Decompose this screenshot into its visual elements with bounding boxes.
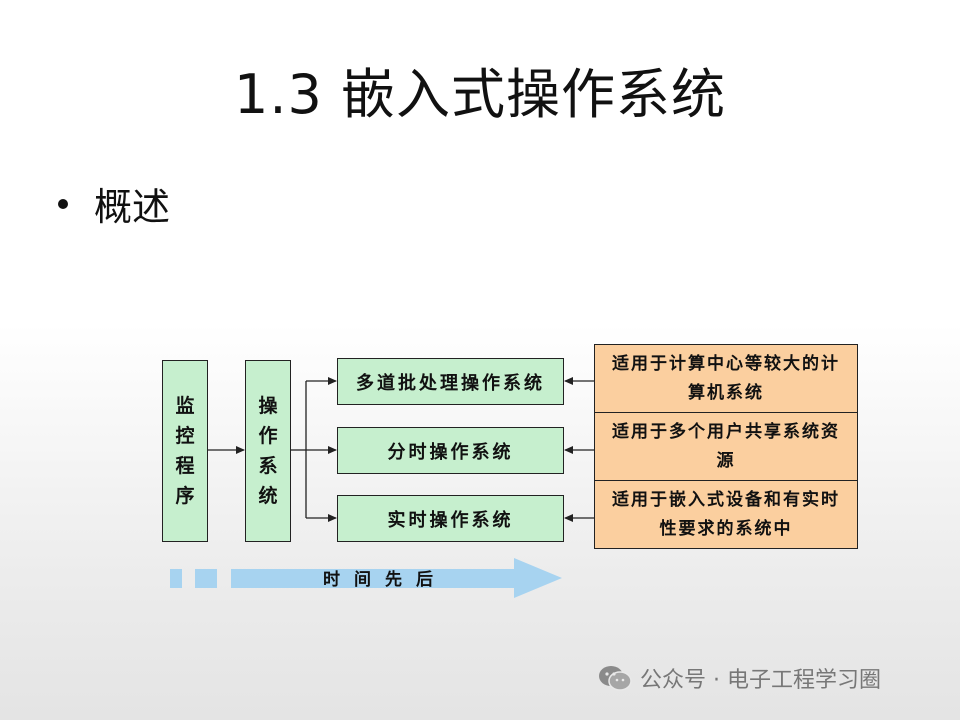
batch-os-label: 多道批处理操作系统 [356, 372, 545, 394]
monitor-program-label: 监 控 程 序 [175, 395, 195, 507]
use-realtime-box: 适用于嵌入式设备和有实时性要求的系统中 [594, 480, 858, 549]
slide-title: 1.3 嵌入式操作系统 [233, 63, 727, 126]
timeshare-os-label: 分时操作系统 [387, 441, 514, 463]
monitor-program-box: 监 控 程 序 [162, 360, 208, 542]
timeshare-os-box: 分时操作系统 [337, 427, 564, 474]
timeline-dash-2 [195, 569, 217, 588]
realtime-os-label: 实时操作系统 [387, 509, 514, 531]
use-batch-box: 适用于计算中心等较大的计算机系统 [594, 344, 858, 413]
batch-os-box: 多道批处理操作系统 [337, 358, 564, 405]
use-realtime-label: 适用于嵌入式设备和有实时性要求的系统中 [612, 489, 840, 539]
bullet-text: 概述 [94, 185, 171, 229]
use-timeshare-label: 适用于多个用户共享系统资源 [612, 421, 840, 471]
watermark-text: 公众号 · 电子工程学习圈 [640, 668, 881, 693]
watermark: 公众号 · 电子工程学习圈 [598, 662, 881, 694]
use-timeshare-box: 适用于多个用户共享系统资源 [594, 412, 858, 481]
timeline-label: 时间先后 [323, 570, 447, 590]
timeline-dash-1 [170, 569, 182, 588]
wechat-icon [599, 666, 632, 691]
operating-system-box: 操 作 系 统 [245, 360, 291, 542]
bullet-dot-icon [58, 198, 68, 209]
realtime-os-box: 实时操作系统 [337, 495, 564, 542]
bullet-item: 概述 [58, 176, 170, 231]
use-batch-label: 适用于计算中心等较大的计算机系统 [612, 353, 840, 403]
timeline-arrow-body [231, 558, 562, 598]
operating-system-label: 操 作 系 统 [258, 395, 278, 507]
